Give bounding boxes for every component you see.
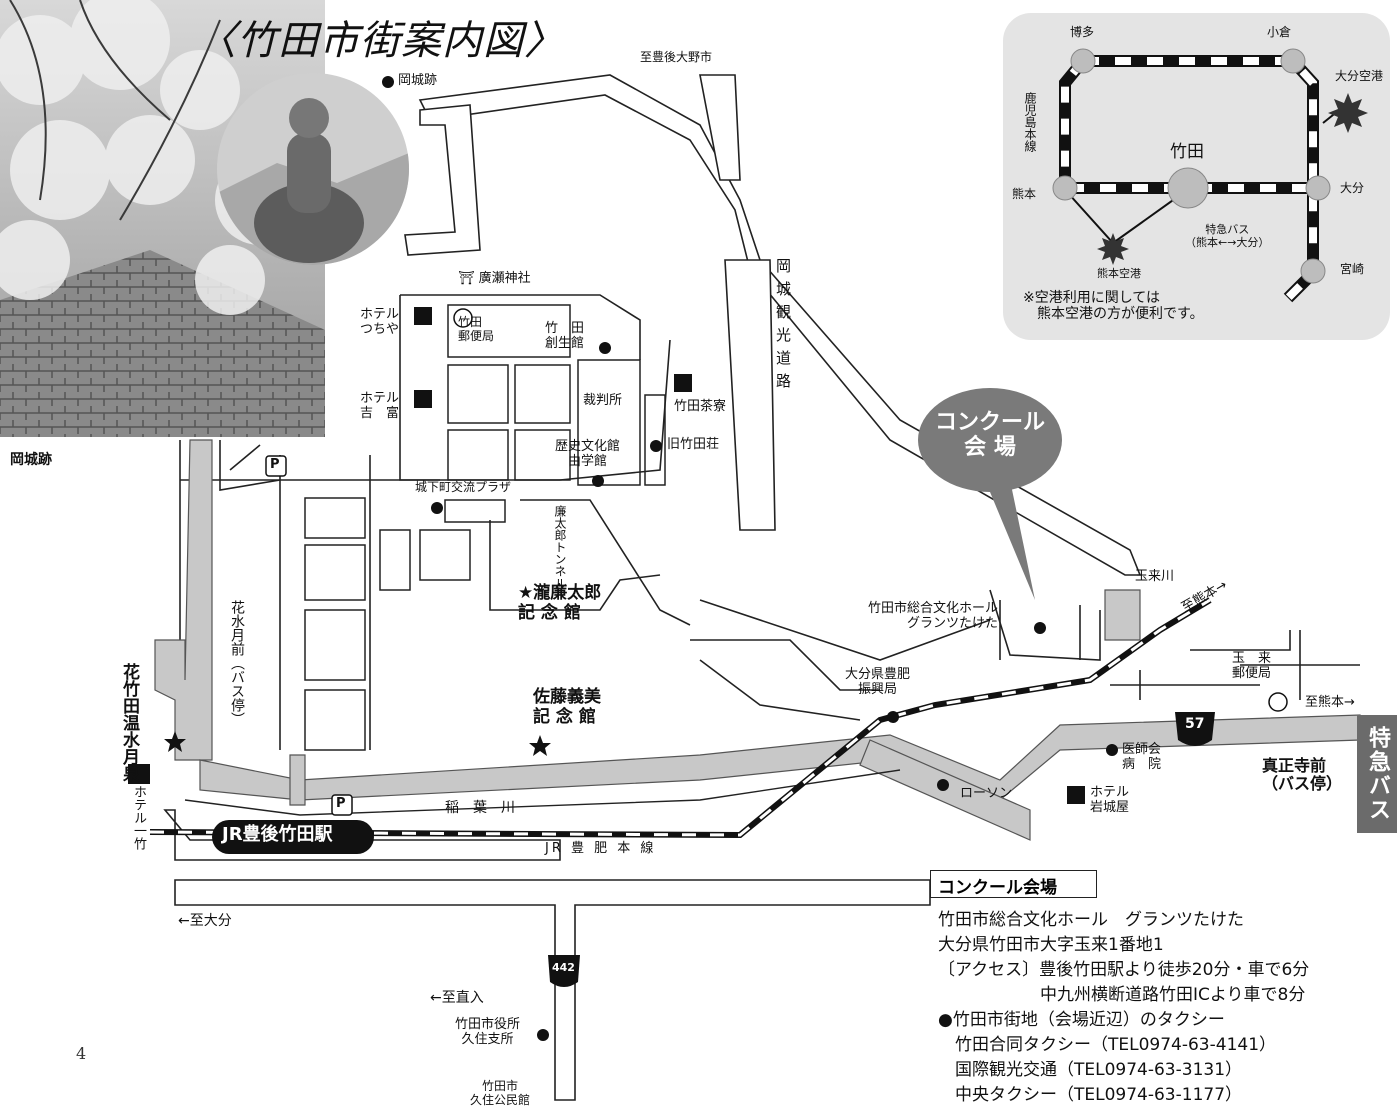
label-rekishi-bunka: 歴史文化館 由学館 [555, 439, 621, 469]
label-taketa-sosei: 竹 田 創生館 [545, 321, 585, 351]
label-lawson: ローソン [960, 786, 1013, 801]
label-court: 裁判所 [583, 393, 623, 408]
label-sato-yoshimi: 佐藤義美 記 念 館 [533, 687, 601, 727]
venue-line-7: 国際観光交通（TEL0974-63-3131） [938, 1060, 1243, 1080]
venue-line-8: 中央タクシー（TEL0974-63-1177） [938, 1085, 1243, 1105]
inset-taketa: 竹田 [1170, 142, 1204, 162]
parking-icon-2: P [336, 796, 346, 811]
inset-note: ※空港利用に関しては 熊本空港の方が便利です。 [1023, 290, 1204, 323]
venue-heading: コンクール会場 [938, 878, 1057, 898]
label-taketa-saryo: 竹田茶寮 [674, 399, 727, 414]
inset-kagoshima-line: 鹿児島本線 [1023, 92, 1037, 152]
label-route-57: 57 [1185, 716, 1205, 732]
label-route-442: 442 [552, 961, 575, 974]
star-icon: ★ [518, 583, 534, 603]
label-ishikai: 医師会 病 院 [1122, 742, 1162, 772]
label-kuju-branch: 竹田市役所 久住支所 [455, 1017, 521, 1047]
label-grantsu: 竹田市総合文化ホール グランツたけた [868, 601, 999, 631]
concours-callout-bubble [918, 388, 1062, 492]
inset-hakata: 博多 [1070, 25, 1095, 39]
inset-diagram [1052, 48, 1368, 303]
venue-line-4: 中九州横断道路竹田ICより車で8分 [938, 985, 1306, 1005]
label-rentaro-tunnel: 廉太郎トンネル [553, 505, 567, 589]
label-tamarai-post: 玉 来 郵便局 [1232, 651, 1272, 681]
statue-photo [217, 73, 409, 265]
label-to-naoiri: ←至直入 [430, 990, 484, 1006]
label-to-oita: ←至大分 [178, 913, 232, 929]
label-jr-line: JR 豊 肥 本 線 [545, 841, 657, 856]
label-hoshin-office: 大分県豊肥 振興局 [845, 667, 911, 697]
label-hanamizu-onsen: 花竹田温水月泉 [119, 663, 139, 782]
label-to-bungo-ono: 至豊後大野市 [640, 50, 713, 64]
label-jr-station: JR豊後竹田駅 [222, 824, 333, 845]
inset-oita-airport: 大分空港 [1335, 69, 1384, 83]
label-taki-rentaro: ★瀧廉太郎 記 念 館 [518, 583, 602, 623]
venue-heading-box [930, 870, 1097, 898]
photo-caption: 岡城跡 [10, 452, 52, 468]
tokkyu-bus-band: 特急バス [1357, 715, 1397, 833]
label-hotel-yoshitomi: ホテル 吉 富 [360, 391, 400, 421]
inset-kumamoto: 熊本 [1012, 187, 1037, 201]
inset-oita: 大分 [1340, 181, 1365, 195]
inset-express-bus: 特急バス （熊本←→大分） [1185, 223, 1270, 249]
label-inaba-river: 稲 葉 川 [445, 800, 515, 816]
map-title: 〈竹田市街案内図〉 [196, 18, 565, 64]
label-tamarai-river: 玉来川 [1135, 569, 1175, 584]
label-to-kumamoto-road: 至熊本→ [1305, 695, 1355, 710]
label-jokamachi-plaza: 城下町交流プラザ [415, 480, 512, 494]
label-hotel-tsuchiya: ホテル つちや [360, 307, 400, 337]
label-kuju-hall: 竹田市 久住公民館 [470, 1079, 531, 1107]
station-pill [212, 820, 374, 854]
label-taketa-post: 竹田 郵便局 [458, 315, 495, 343]
page-number: 4 [76, 1044, 87, 1063]
label-hotel-iwashiroya: ホテル 岩城屋 [1090, 785, 1130, 815]
label-hotel-ichichiku: ホテル一竹 [131, 785, 146, 850]
label-okajo-road: 岡城観光道路 [774, 258, 792, 396]
label-concours-callout: コンクール 会 場 [934, 410, 1045, 461]
venue-line-6: 竹田合同タクシー（TEL0974-63-4141） [938, 1035, 1277, 1055]
label-hirose-jinja: ⛩ 廣瀬神社 [458, 271, 531, 286]
parking-icon-1: P [270, 457, 280, 472]
label-okajo-ato: 岡城跡 [398, 73, 438, 88]
inset-miyazaki: 宮崎 [1340, 262, 1365, 276]
venue-line-5: ●竹田市街地（会場近辺）のタクシー [938, 1010, 1225, 1030]
venue-line-1: 竹田市総合文化ホール グランツたけた [938, 910, 1244, 930]
label-shinshoji-bus: 真正寺前 （バス停） [1262, 756, 1343, 794]
inset-kumamoto-airport: 熊本空港 [1097, 267, 1141, 280]
venue-line-3: 〔アクセス〕豊後竹田駅より徒歩20分・車で6分 [938, 960, 1310, 980]
torii-icon: ⛩ [458, 271, 475, 286]
venue-line-2: 大分県竹田市大字玉来1番地1 [938, 935, 1164, 955]
label-kyu-taketa-so: 旧竹田荘 [667, 437, 720, 452]
label-hanamizu-bus: 花水月前（バス停） [229, 600, 245, 726]
inset-kokura: 小倉 [1267, 25, 1292, 39]
